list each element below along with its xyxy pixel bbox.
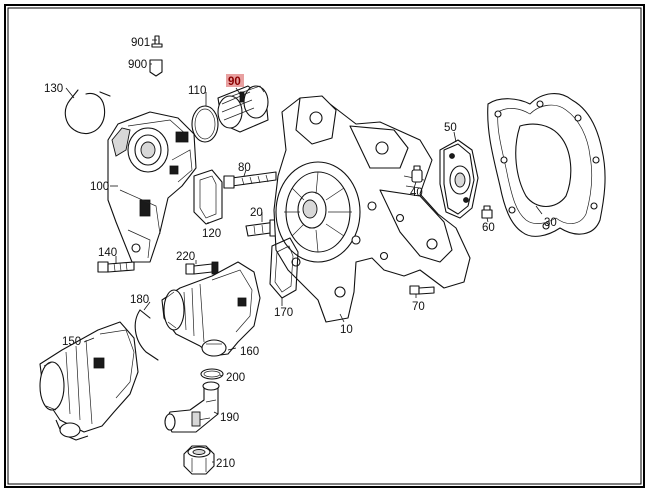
part-60-bolt[interactable] bbox=[481, 205, 493, 219]
callout-60[interactable]: 60 bbox=[482, 222, 495, 234]
part-160-housing[interactable] bbox=[161, 261, 261, 357]
part-210-nut[interactable] bbox=[183, 445, 215, 475]
part-180-clip[interactable] bbox=[134, 309, 159, 361]
part-120-gasket[interactable] bbox=[193, 169, 223, 225]
callout-110[interactable]: 110 bbox=[188, 85, 206, 97]
callout-50[interactable]: 50 bbox=[444, 122, 457, 134]
callout-150[interactable]: 150 bbox=[62, 336, 81, 348]
callout-120[interactable]: 120 bbox=[202, 228, 221, 240]
callout-160[interactable]: 160 bbox=[240, 346, 259, 358]
part-150-housing[interactable] bbox=[39, 321, 139, 441]
leader-lines bbox=[65, 39, 543, 463]
part-50-cover[interactable] bbox=[439, 139, 479, 219]
part-190-elbow[interactable] bbox=[164, 381, 220, 433]
callout-210[interactable]: 210 bbox=[216, 458, 235, 470]
callout-20[interactable]: 20 bbox=[250, 207, 263, 219]
part-130-clip[interactable] bbox=[64, 89, 111, 134]
callout-200[interactable]: 200 bbox=[226, 372, 245, 384]
part-110-o-ring[interactable] bbox=[191, 105, 219, 143]
callout-140[interactable]: 140 bbox=[98, 247, 117, 259]
callout-220[interactable]: 220 bbox=[176, 251, 195, 263]
callout-10[interactable]: 10 bbox=[340, 324, 353, 336]
part-70-bolt[interactable] bbox=[409, 285, 435, 295]
part-30-large-gasket[interactable] bbox=[487, 93, 606, 237]
callout-80[interactable]: 80 bbox=[238, 162, 251, 174]
callout-40[interactable]: 40 bbox=[410, 187, 423, 199]
callout-labels: 901 900 130 110 90 50 80 100 40 60 30 20… bbox=[44, 37, 557, 470]
part-140-bolt[interactable] bbox=[97, 261, 135, 273]
part-900-connector[interactable] bbox=[149, 59, 163, 77]
part-40-plug[interactable] bbox=[411, 165, 423, 183]
callout-90-highlight bbox=[226, 74, 244, 87]
part-10-water-pump[interactable] bbox=[273, 95, 471, 323]
callout-130[interactable]: 130 bbox=[44, 83, 63, 95]
callout-90[interactable]: 90 bbox=[228, 76, 241, 88]
callout-901[interactable]: 901 bbox=[131, 37, 150, 49]
part-200-o-ring[interactable] bbox=[200, 368, 224, 380]
part-170-gasket[interactable] bbox=[269, 237, 299, 299]
callout-180[interactable]: 180 bbox=[130, 294, 149, 306]
part-220-bolt[interactable] bbox=[185, 261, 219, 275]
callout-100[interactable]: 100 bbox=[90, 181, 109, 193]
part-100-thermostat-housing[interactable] bbox=[107, 111, 197, 263]
callout-30[interactable]: 30 bbox=[544, 217, 557, 229]
callout-170[interactable]: 170 bbox=[274, 307, 293, 319]
callout-900[interactable]: 900 bbox=[128, 59, 147, 71]
callout-70[interactable]: 70 bbox=[412, 301, 425, 313]
part-80-long-bolt[interactable] bbox=[223, 171, 277, 189]
part-90-thermostat[interactable] bbox=[217, 85, 269, 133]
callout-190[interactable]: 190 bbox=[220, 412, 239, 424]
